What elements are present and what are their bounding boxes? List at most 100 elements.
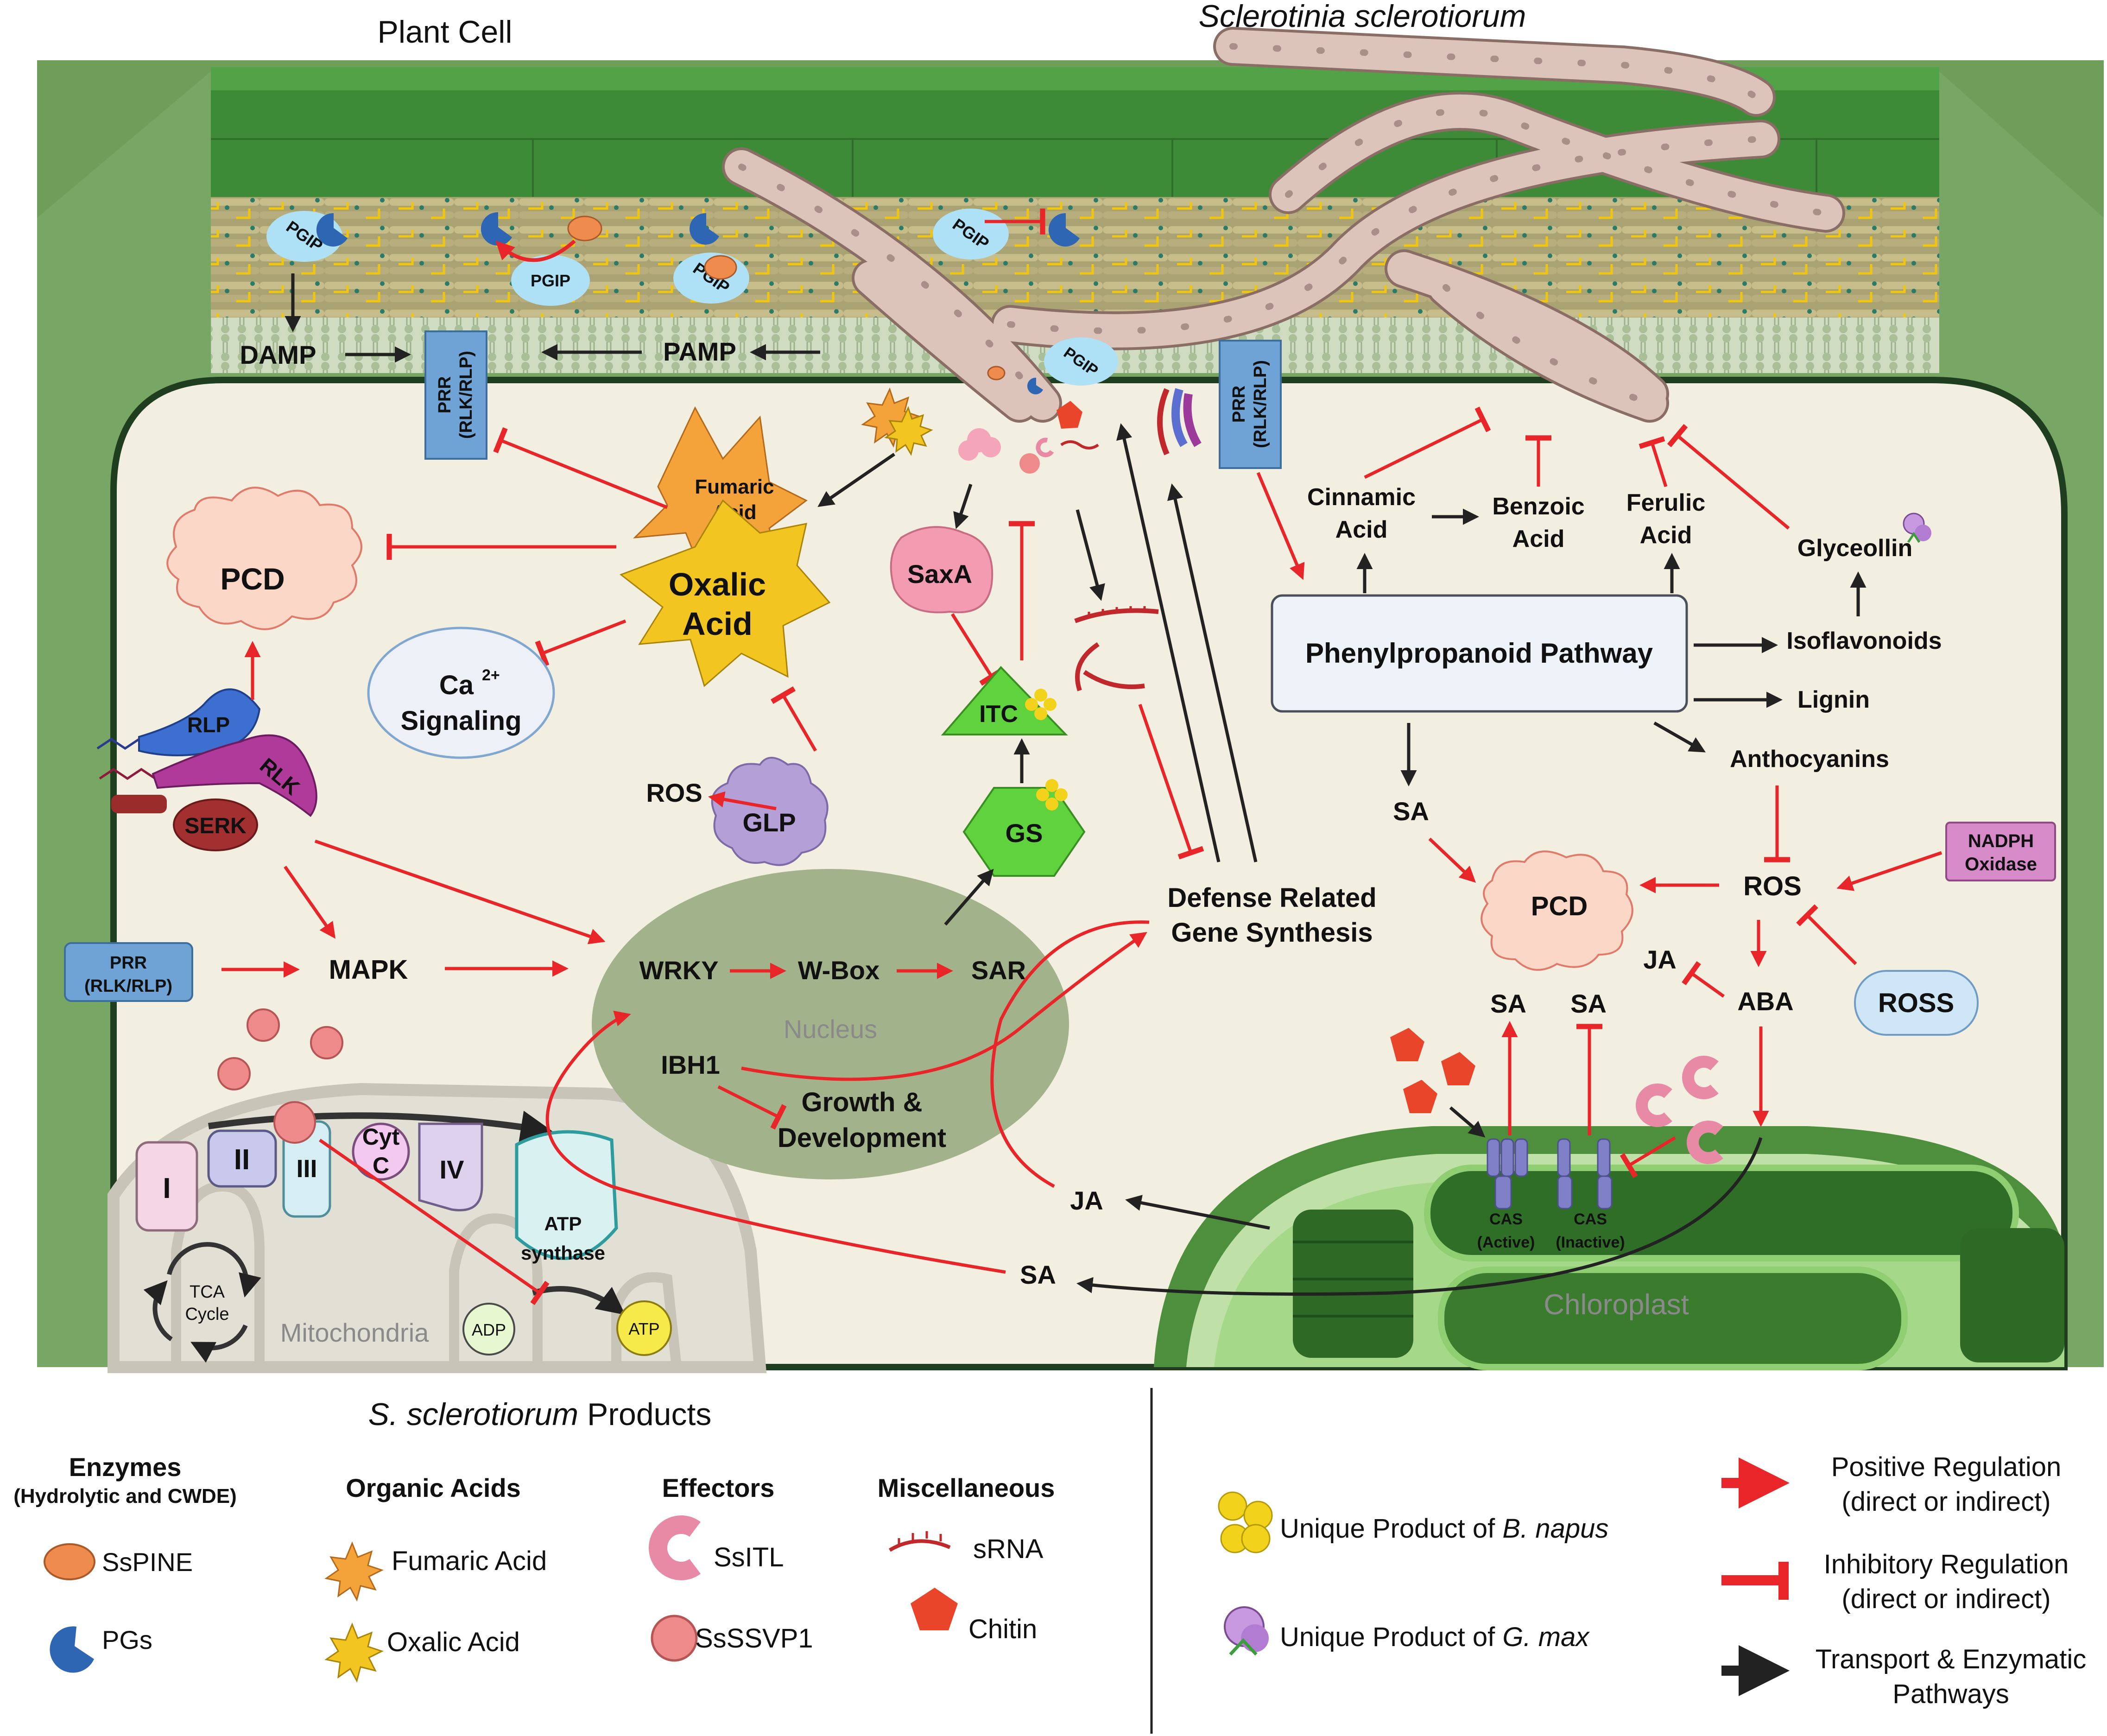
ssitl-shapes [1636, 1056, 1723, 1164]
svg-text:(RLK/RLP): (RLK/RLP) [1251, 360, 1270, 448]
calcium-signaling-node: Ca 2+ Signaling [367, 627, 555, 759]
svg-text:PRR: PRR [1229, 386, 1249, 423]
svg-text:Cycle: Cycle [185, 1305, 229, 1324]
pgip-5: PGIP [1044, 337, 1118, 386]
cell-wall-fibers [211, 197, 1939, 317]
nucleus-label: Nucleus [784, 1014, 877, 1044]
complex-iii: III [282, 1120, 331, 1218]
pg-enzymes [316, 212, 1080, 394]
svg-text:C: C [373, 1153, 389, 1178]
legend-transport-label-1: Transport & Enzymatic [1816, 1644, 2086, 1674]
prr-receptor-right: PRR (RLK/RLP) [1219, 340, 1282, 469]
legend-gmax-label: Unique Product of G. max [1280, 1622, 1590, 1652]
legend-enzymes-title: Enzymes [69, 1452, 182, 1482]
isoflavonoids-label: Isoflavonoids [1786, 627, 1942, 654]
legend-inhibitory-bar [1778, 1562, 1789, 1600]
pamp-label: PAMP [663, 337, 736, 366]
chitin-to-cas [1449, 1106, 1486, 1138]
svg-text:Cyt: Cyt [362, 1124, 400, 1150]
cinnamic-label-2: Acid [1335, 516, 1388, 543]
svg-text:ITC: ITC [979, 701, 1018, 728]
cas-inactive-label: CAS [1574, 1210, 1607, 1228]
nadph-oxidase-node: NADPH Oxidase [1945, 822, 2056, 881]
legend-positive-label-2: (direct or indirect) [1841, 1487, 2050, 1517]
svg-text:Oxidase: Oxidase [1965, 854, 2037, 874]
nadph-to-ros [1836, 851, 1942, 891]
legend-products-title: S. sclerotiorum Products [368, 1397, 712, 1432]
svg-text:Oxalic: Oxalic [669, 566, 766, 602]
glp-node: GLP [711, 757, 829, 866]
cas-active-state: (Active) [1477, 1234, 1535, 1251]
nucleus [592, 869, 1069, 1179]
complex-i: I [135, 1141, 198, 1232]
receptor-to-mapk [284, 865, 336, 939]
pcd-left-node: PCD [166, 487, 362, 630]
mitochondria-label: Mitochondria [280, 1318, 429, 1347]
ibh1-to-defense [741, 932, 1147, 1081]
anthocyanins-label: Anthocyanins [1730, 746, 1889, 773]
srna-ticks [1088, 606, 1146, 618]
legend-sspine-label: SsPINE [102, 1547, 193, 1577]
ssvp1-inhibits-atp [319, 1139, 550, 1305]
electron-transport-arrow [208, 1110, 553, 1143]
receptor-to-nucleus [314, 839, 606, 944]
itc-node: ITC [941, 666, 1068, 735]
pgip-4: PGIP [933, 209, 1009, 260]
svg-text:ATP: ATP [544, 1213, 582, 1235]
glyceollin-inhibits-hypha [1667, 424, 1790, 530]
legend-oxalic-icon [324, 1622, 384, 1683]
srna-cluster [1074, 608, 1159, 691]
oxalic-inhibits-ca [535, 619, 626, 667]
legend-effectors-title: Effectors [662, 1473, 775, 1502]
legend-sssvp1-icon [651, 1615, 698, 1662]
svg-text:PCD: PCD [1531, 891, 1588, 921]
svg-text:GS: GS [1006, 818, 1043, 848]
ferulic-inhibits-hypha [1639, 436, 1668, 488]
legend-srna-ticks [898, 1531, 942, 1546]
svg-text:RLP: RLP [187, 713, 230, 737]
legend-oxalic-label: Oxalic Acid [387, 1627, 520, 1657]
sa-cas-active-label: SA [1490, 989, 1526, 1018]
svg-text:Signaling: Signaling [401, 706, 522, 736]
phenyl-to-anthocyanins [1653, 721, 1706, 753]
svg-text:ADP: ADP [472, 1320, 506, 1339]
svg-text:(RLK/RLP): (RLK/RLP) [456, 351, 476, 439]
svg-text:Fumaric: Fumaric [695, 475, 774, 498]
svg-text:PRR: PRR [110, 953, 147, 973]
phenylpropanoid-node: Phenylpropanoid Pathway [1271, 594, 1688, 713]
ja-to-defense [990, 920, 1150, 1188]
legend-ssitl-label: SsITL [714, 1542, 784, 1572]
chloroplast-label: Chloroplast [1544, 1289, 1689, 1321]
defense-genes-label-1: Defense Related [1167, 883, 1376, 913]
saxa-inhibits-itc [951, 613, 1004, 686]
pgip-2: PGIP [511, 255, 590, 306]
legend-sssvp1-label: SsSSVP1 [695, 1623, 813, 1654]
cytochrome-c: Cyt C [352, 1122, 410, 1181]
sa-bottom-label: SA [1020, 1260, 1056, 1289]
glp-inhibits-oxalic [770, 686, 817, 752]
gmax-flower-icon [1903, 513, 1931, 543]
cas-inactive-state: (Inactive) [1556, 1234, 1625, 1251]
svg-text:III: III [296, 1155, 317, 1183]
sar-label: SAR [971, 956, 1026, 985]
growth-label-2: Development [778, 1123, 946, 1153]
sa-to-pcd [1428, 837, 1476, 883]
svg-text:Phenylpropanoid Pathway: Phenylpropanoid Pathway [1305, 638, 1653, 669]
pcd-right-node: PCD [1481, 850, 1633, 971]
legend-fumaric-icon [324, 1541, 384, 1602]
hypha-to-fumaric [817, 453, 895, 507]
svg-text:GLP: GLP [742, 808, 796, 837]
growth-label-1: Growth & [802, 1087, 923, 1117]
svg-text:NADPH: NADPH [1968, 831, 2034, 851]
oxalic-acid-node: Oxalic Acid [619, 499, 831, 687]
tca-cycle: TCA Cycle [143, 1242, 261, 1363]
legend-transport-label-2: Pathways [1892, 1679, 2009, 1709]
svg-text:PCD: PCD [220, 562, 285, 596]
legend-bnapus-icon [1218, 1491, 1273, 1553]
legend-inhibitory-label-2: (direct or indirect) [1841, 1584, 2050, 1614]
nucleus-to-gs [944, 868, 994, 926]
gs-node: GS [962, 779, 1086, 877]
srna-inhibits-defense [1138, 703, 1204, 860]
svg-text:IV: IV [440, 1155, 464, 1184]
